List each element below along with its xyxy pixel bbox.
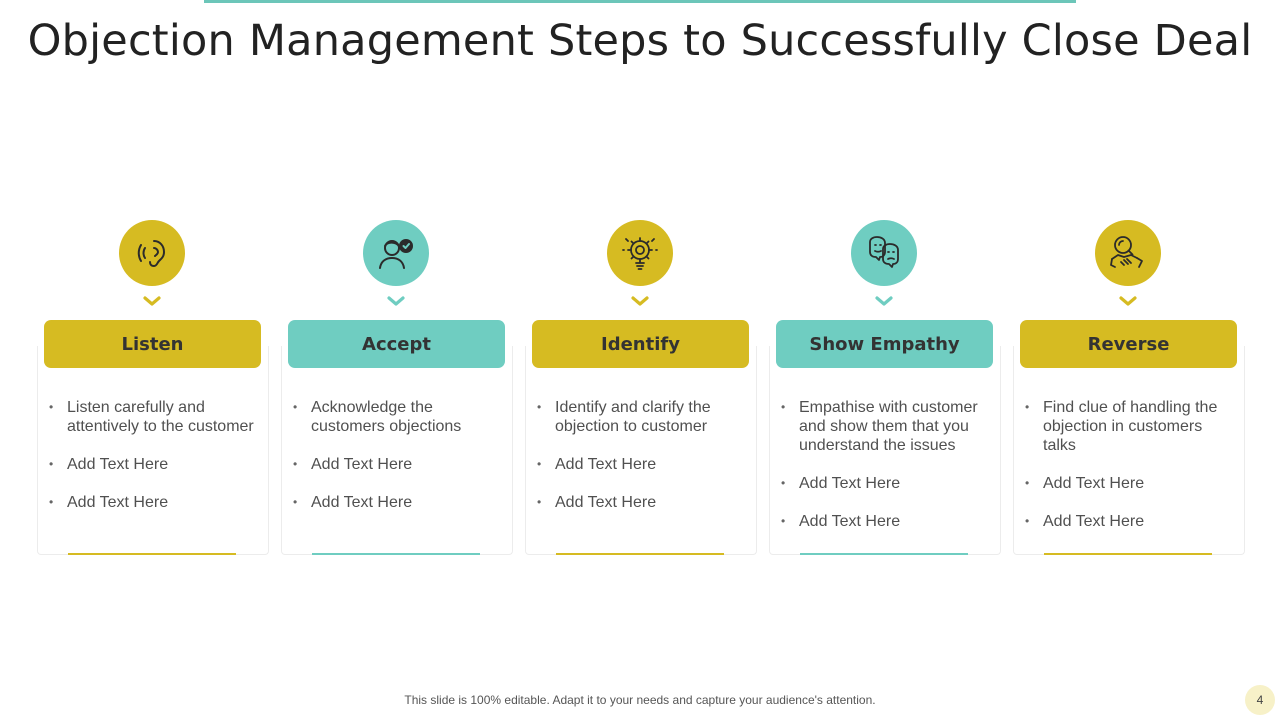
card-accent-line (1044, 553, 1212, 555)
page-number: 4 (1245, 685, 1275, 715)
bullet-item: Add Text Here (537, 493, 747, 512)
card-accent-line (556, 553, 724, 555)
bullet-item: Acknowledge the customers objections (293, 398, 503, 436)
slide-title: Objection Management Steps to Successful… (27, 16, 1253, 66)
step-icon-circle (1095, 220, 1161, 286)
bullet-item: Add Text Here (49, 493, 259, 512)
bullet-item: Add Text Here (49, 455, 259, 474)
step-card (37, 346, 269, 555)
step-bullets: Find clue of handling the objection in c… (1025, 398, 1235, 550)
ear-icon (137, 240, 166, 268)
step-icon-circle (119, 220, 185, 286)
bullet-item: Find clue of handling the objection in c… (1025, 398, 1235, 455)
card-accent-line (68, 553, 236, 555)
chevron-down-icon (631, 296, 649, 306)
step-bullets: Acknowledge the customers objections Add… (293, 398, 503, 531)
step-header: Accept (288, 320, 505, 368)
step-card (281, 346, 513, 555)
chevron-down-icon (143, 296, 161, 306)
step-header: Show Empathy (776, 320, 993, 368)
magnifier-handshake-icon (1110, 236, 1143, 268)
step-card (525, 346, 757, 555)
card-accent-line (312, 553, 480, 555)
bullet-item: Identify and clarify the objection to cu… (537, 398, 747, 436)
step-identify: Identify Identify and clarify the object… (525, 0, 757, 720)
step-accept: Accept Acknowledge the customers objecti… (281, 0, 513, 720)
step-header: Identify (532, 320, 749, 368)
empathy-faces-icon (869, 236, 899, 268)
bullet-item: Listen carefully and attentively to the … (49, 398, 259, 436)
top-rule (204, 0, 1076, 3)
step-bullets: Identify and clarify the objection to cu… (537, 398, 747, 531)
footer-note: This slide is 100% editable. Adapt it to… (404, 693, 876, 707)
card-accent-line (800, 553, 968, 555)
step-bullets: Empathise with customer and show them th… (781, 398, 991, 550)
bullet-item: Add Text Here (293, 455, 503, 474)
chevron-down-icon (387, 296, 405, 306)
step-header: Listen (44, 320, 261, 368)
bullet-item: Add Text Here (1025, 512, 1235, 531)
step-icon-circle (851, 220, 917, 286)
step-show-empathy: Show Empathy Empathise with customer and… (769, 0, 1001, 720)
user-check-icon (379, 239, 413, 269)
chevron-down-icon (875, 296, 893, 306)
step-icon-circle (363, 220, 429, 286)
step-bullets: Listen carefully and attentively to the … (49, 398, 259, 531)
lightbulb-gear-icon (622, 237, 658, 270)
bullet-item: Empathise with customer and show them th… (781, 398, 991, 455)
step-icon-circle (607, 220, 673, 286)
step-listen: Listen Listen carefully and attentively … (37, 0, 269, 720)
bullet-item: Add Text Here (537, 455, 747, 474)
bullet-item: Add Text Here (1025, 474, 1235, 493)
bullet-item: Add Text Here (781, 512, 991, 531)
step-reverse: Reverse Find clue of handling the object… (1013, 0, 1245, 720)
step-header: Reverse (1020, 320, 1237, 368)
bullet-item: Add Text Here (293, 493, 503, 512)
bullet-item: Add Text Here (781, 474, 991, 493)
chevron-down-icon (1119, 296, 1137, 306)
